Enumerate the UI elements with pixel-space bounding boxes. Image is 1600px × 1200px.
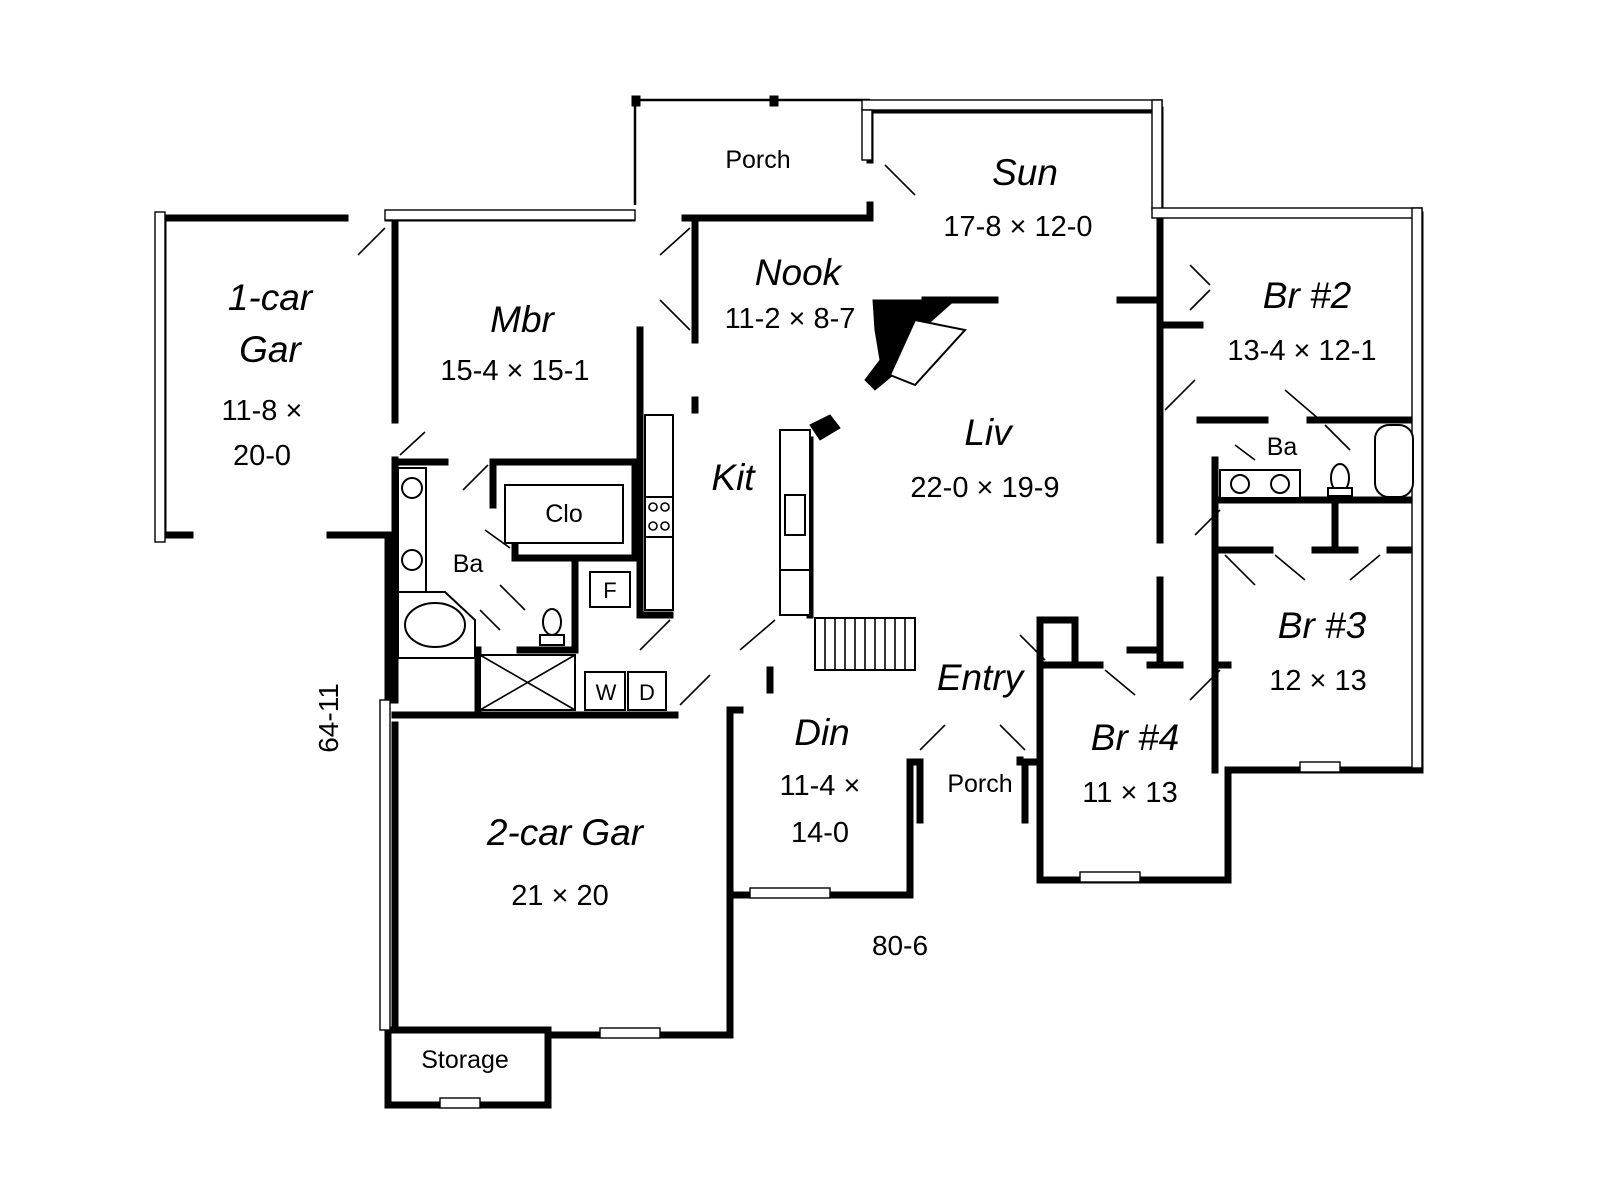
overall-depth: 64-11	[313, 683, 344, 753]
label-porch-front: Porch	[947, 770, 1012, 798]
label-din: Din	[794, 712, 850, 753]
label-clo: Clo	[545, 500, 583, 528]
label-nook: Nook	[755, 252, 844, 293]
label-porch-top: Porch	[725, 146, 790, 174]
label-ba-hall: Ba	[1267, 433, 1298, 461]
room-labels: Porch Sun 17-8 × 12-0 Nook 11-2 × 8-7 1-…	[222, 146, 1377, 1074]
label-sun-dims: 17-8 × 12-0	[943, 211, 1092, 243]
label-br3-dims: 12 × 13	[1269, 665, 1367, 697]
label-kit: Kit	[711, 457, 756, 498]
label-br3: Br #3	[1278, 605, 1367, 646]
label-mbr-dims: 15-4 × 15-1	[440, 355, 589, 387]
label-garage2: 2-car Gar	[486, 812, 645, 853]
label-garage2-dims: 21 × 20	[511, 880, 609, 912]
label-din-dims-line1: 11-4 ×	[780, 770, 861, 802]
label-ba-master: Ba	[453, 550, 484, 578]
overall-width: 80-6	[872, 930, 928, 961]
label-br4: Br #4	[1091, 717, 1179, 758]
windows	[154, 99, 1423, 1109]
label-br2-dims: 13-4 × 12-1	[1227, 335, 1376, 367]
label-storage: Storage	[421, 1046, 509, 1074]
label-d: D	[639, 680, 655, 705]
label-br4-dims: 11 × 13	[1082, 777, 1177, 809]
fixtures	[397, 299, 1414, 711]
label-nook-dims: 11-2 × 8-7	[725, 303, 856, 335]
stairs	[814, 617, 916, 671]
label-liv: Liv	[964, 412, 1014, 453]
label-din-dims-line2: 14-0	[791, 817, 849, 849]
label-garage1-line1: 1-car	[228, 277, 314, 318]
label-mbr: Mbr	[490, 299, 555, 340]
label-f: F	[603, 578, 616, 603]
label-liv-dims: 22-0 × 19-9	[910, 472, 1059, 504]
label-br2: Br #2	[1263, 275, 1352, 316]
door-swings	[357, 164, 1381, 751]
label-garage1-dims-line2: 20-0	[233, 440, 291, 472]
label-w: W	[596, 680, 617, 705]
label-sun: Sun	[992, 152, 1058, 193]
label-entry: Entry	[937, 657, 1026, 698]
label-garage1-dims-line1: 11-8 ×	[222, 395, 303, 427]
label-garage1-line2: Gar	[239, 329, 302, 370]
